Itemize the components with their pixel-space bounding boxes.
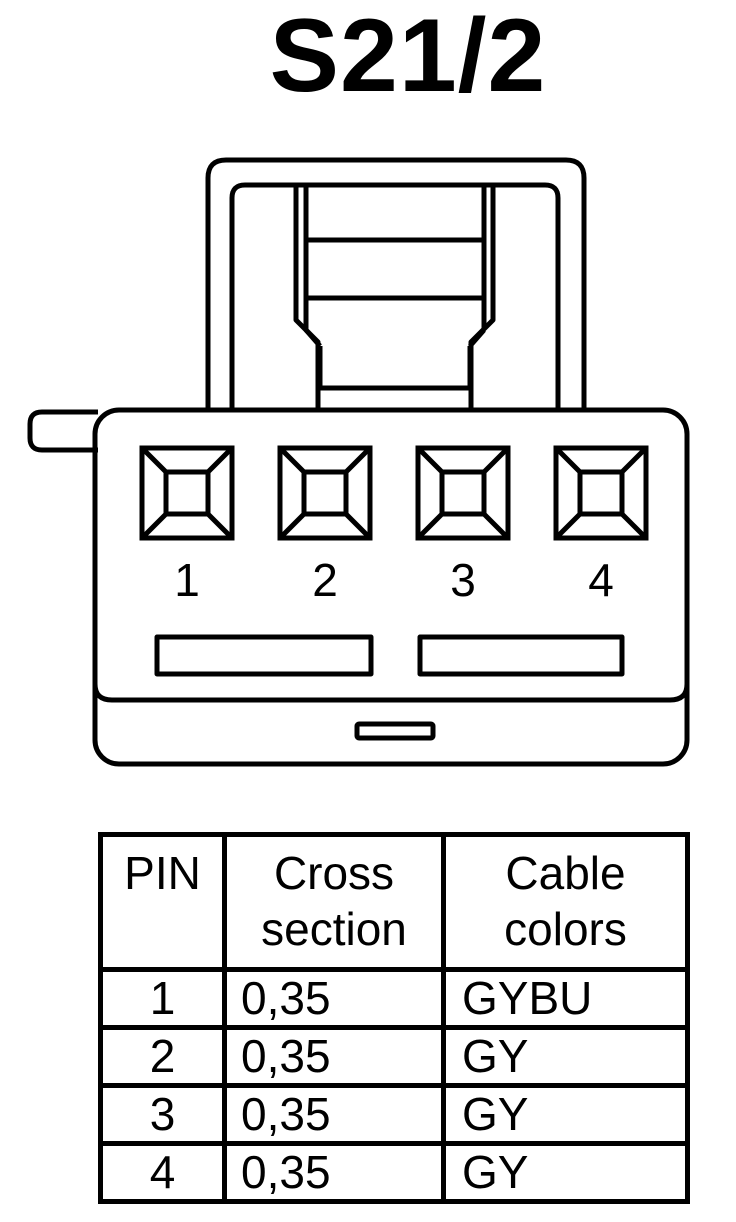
pin-cavity [553, 445, 649, 541]
header-pin: PIN [98, 832, 227, 972]
bottom-slot [354, 721, 436, 741]
cell-cross-section: 0,35 [222, 1083, 446, 1146]
header-cable-colors: Cable colors [441, 832, 690, 972]
cell-cross-section: 0,35 [222, 1025, 446, 1088]
pin-number-label: 3 [450, 554, 476, 606]
connector-diagram: 1 2 3 4 [27, 157, 690, 767]
wide-slot-right [417, 634, 625, 677]
cell-cable-color: GYBU [441, 967, 690, 1030]
latch-tongue-body [317, 346, 473, 391]
table-row: 1 0,35 GYBU [98, 967, 690, 1030]
table-row: 4 0,35 GY [98, 1141, 690, 1204]
side-tab [27, 409, 98, 453]
cell-pin: 4 [98, 1141, 227, 1204]
cell-pin: 3 [98, 1083, 227, 1146]
pin-cavity [415, 445, 511, 541]
cell-pin: 1 [98, 967, 227, 1030]
latch-outer [205, 157, 587, 410]
pin-number-label: 2 [312, 554, 338, 606]
pin-cavity [139, 445, 235, 541]
table-row: 3 0,35 GY [98, 1083, 690, 1146]
cell-cross-section: 0,35 [222, 967, 446, 1030]
cell-cable-color: GY [441, 1083, 690, 1146]
latch-inner [229, 182, 561, 410]
pin-number-label: 1 [174, 554, 200, 606]
table-row: 2 0,35 GY [98, 1025, 690, 1088]
connector-title: S21/2 [269, 0, 547, 114]
cell-cable-color: GY [441, 1141, 690, 1204]
cell-pin: 2 [98, 1025, 227, 1088]
pin-cavity [277, 445, 373, 541]
cell-cross-section: 0,35 [222, 1141, 446, 1204]
pin-number-label: 4 [588, 554, 614, 606]
table-header-row: PIN Cross section Cable colors [98, 832, 690, 972]
header-cross-section: Cross section [222, 832, 446, 972]
wide-slot-left [154, 634, 374, 677]
body-shelf [92, 683, 690, 703]
latch-tongue [303, 295, 487, 330]
pin-assignment-table: PIN Cross section Cable colors 1 0,35 GY… [98, 832, 690, 1204]
connector-body [92, 407, 690, 767]
cell-cable-color: GY [441, 1025, 690, 1088]
